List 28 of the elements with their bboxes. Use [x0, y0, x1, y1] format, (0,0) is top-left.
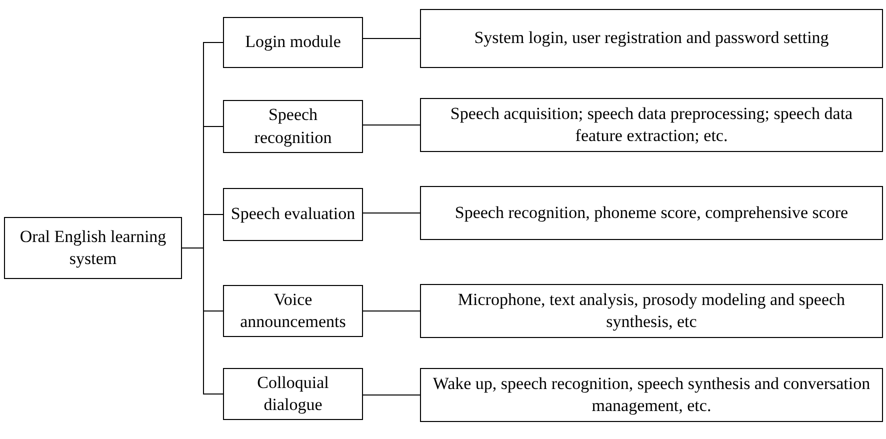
node-text: Microphone, text analysis, prosody modeling and speech synthesis, etc [456, 288, 846, 333]
connector-line [362, 38, 420, 39]
description-box [420, 368, 883, 422]
node-text: Oral English learning system [18, 226, 168, 270]
node-text: Speech evaluation [230, 203, 356, 226]
module-box [223, 17, 363, 68]
connector-line [362, 212, 420, 214]
connector-line [362, 310, 420, 312]
connector-line [182, 248, 224, 394]
root-box [4, 217, 182, 279]
description-box [420, 284, 883, 338]
connector-line [362, 124, 420, 126]
node-text: Speech recognition, phoneme score, comprehensive score [454, 202, 848, 224]
node-text: Voice announcements [239, 288, 347, 333]
connector-line [362, 394, 420, 396]
node-text: Speech recognition [253, 104, 333, 149]
description-box [420, 186, 883, 240]
description-box [420, 98, 883, 152]
node-text: Login module [245, 31, 341, 54]
module-box [223, 188, 363, 241]
node-text: Colloquial dialogue [256, 372, 330, 416]
module-box [223, 100, 363, 153]
module-box [223, 285, 363, 337]
node-text: System login, user registration and password setting [474, 27, 829, 50]
module-box [223, 368, 363, 420]
node-text: Wake up, speech recognition, speech synthesis and conversation management, etc. [432, 372, 872, 417]
node-text: Speech acquisition; speech data preprocessing; speech data feature extraction; etc. [449, 102, 854, 147]
description-box [420, 9, 883, 68]
